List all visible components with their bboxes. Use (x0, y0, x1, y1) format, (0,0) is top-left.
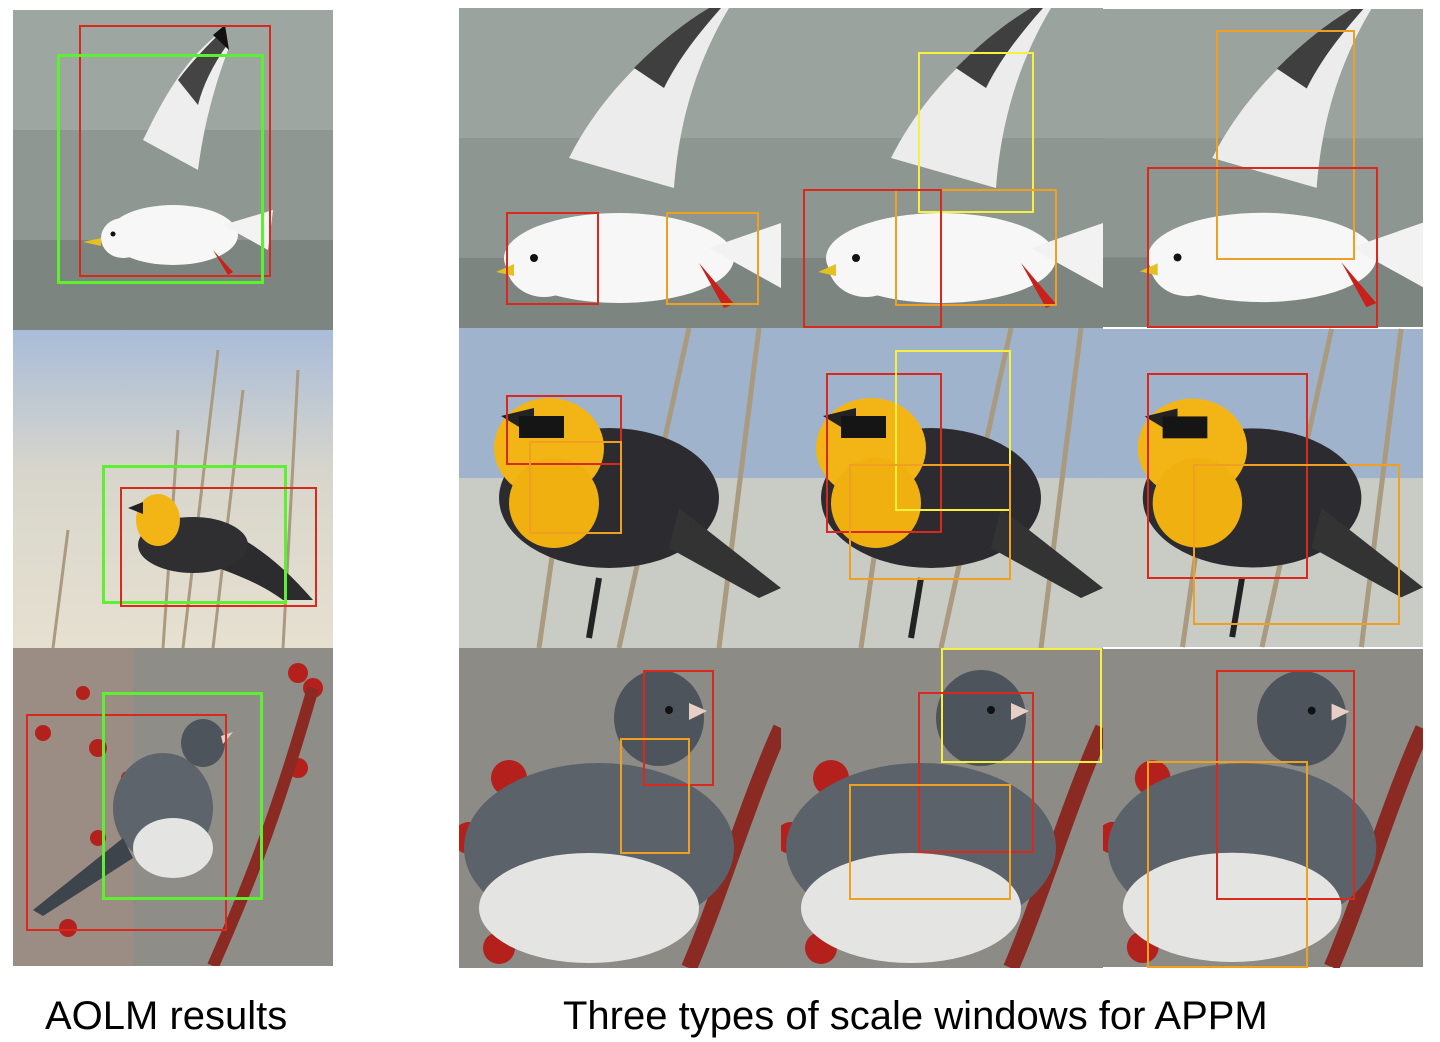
appm-orange-window (849, 464, 1011, 580)
appm-gull-col2 (781, 8, 1103, 328)
appm-yellow-window (941, 648, 1102, 763)
aolm-green-box (102, 465, 287, 604)
appm-gull-col1 (459, 8, 781, 328)
appm-junco-col2 (781, 648, 1103, 968)
blackbird-zoom-image (781, 328, 1103, 648)
aolm-panel-junco (13, 648, 333, 966)
aolm-panel-gull (13, 10, 333, 330)
junco-image (13, 648, 333, 966)
appm-blackbird-col2 (781, 328, 1103, 648)
aolm-green-box (57, 54, 264, 284)
appm-red-window (506, 395, 622, 465)
appm-yellow-window (895, 350, 1011, 511)
appm-red-window (1147, 167, 1378, 328)
appm-blackbird-col3 (1103, 328, 1423, 648)
appm-orange-window (849, 784, 1011, 900)
appm-blackbird-col1 (459, 328, 781, 648)
aolm-panel-blackbird (13, 330, 333, 648)
appm-junco-col1 (459, 648, 781, 968)
appm-orange-window (666, 212, 759, 305)
appm-red-window (643, 670, 714, 786)
caption-appm-scale-windows: Three types of scale windows for APPM (563, 994, 1268, 1038)
appm-orange-window (1147, 761, 1308, 968)
appm-red-window (1216, 670, 1355, 900)
caption-aolm-results: AOLM results (45, 994, 288, 1038)
appm-red-window (803, 189, 942, 328)
appm-red-window (506, 212, 599, 305)
appm-orange-window (620, 738, 690, 854)
appm-gull-col3 (1103, 8, 1423, 328)
appm-yellow-window (918, 52, 1034, 213)
appm-orange-window (895, 189, 1057, 306)
appm-orange-window (529, 441, 622, 534)
appm-orange-window (1216, 30, 1355, 260)
aolm-red-box (79, 25, 271, 277)
appm-orange-window (1193, 464, 1400, 625)
appm-red-window (1147, 373, 1308, 579)
aolm-red-box (120, 487, 317, 607)
blackbird-image (13, 330, 333, 648)
gull-image (13, 10, 333, 330)
appm-junco-col3 (1103, 648, 1423, 968)
appm-red-window (918, 692, 1034, 853)
aolm-green-box (102, 692, 263, 900)
aolm-red-box (26, 714, 227, 931)
appm-red-window (826, 373, 942, 533)
gull-zoom-image (459, 8, 781, 328)
junco-zoom-image (1103, 648, 1423, 968)
